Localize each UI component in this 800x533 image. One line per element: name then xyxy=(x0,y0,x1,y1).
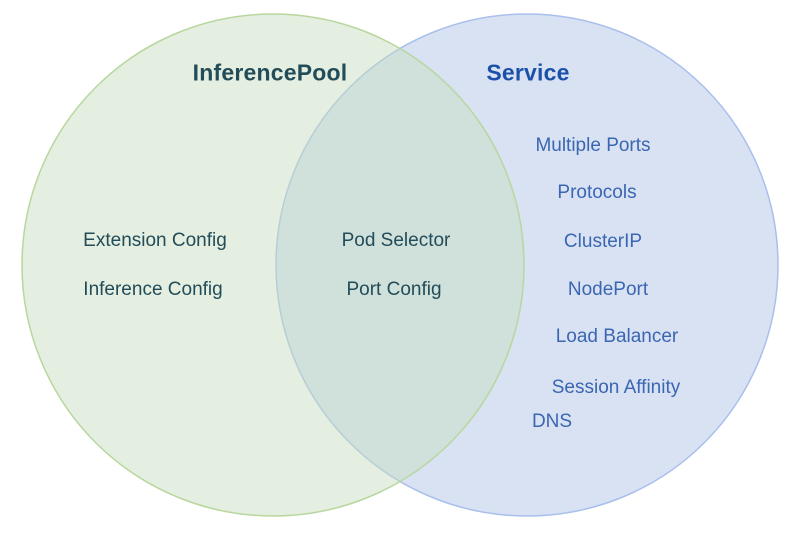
right-item: Session Affinity xyxy=(551,377,681,398)
intersection-item: Port Config xyxy=(346,279,442,300)
right-item: NodePort xyxy=(567,279,649,300)
inferencepool-title: InferencePool xyxy=(192,59,348,86)
left-item: Extension Config xyxy=(83,230,227,251)
inferencepool-circle xyxy=(21,13,525,517)
right-item: Protocols xyxy=(557,182,637,203)
right-item: Load Balancer xyxy=(555,326,679,347)
right-item: DNS xyxy=(531,411,573,432)
right-item: Multiple Ports xyxy=(535,135,651,156)
service-circle xyxy=(275,13,779,517)
intersection-item: Pod Selector xyxy=(341,230,451,251)
right-item: ClusterIP xyxy=(563,231,643,252)
left-item: Inference Config xyxy=(83,279,223,300)
service-title: Service xyxy=(486,59,570,86)
